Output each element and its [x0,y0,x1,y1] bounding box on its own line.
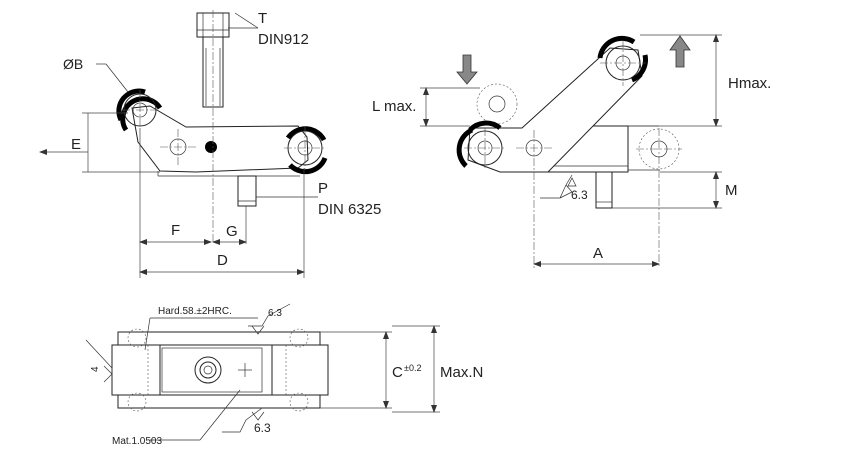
label-diameter-b: ØB [63,56,83,72]
up-arrow-icon [669,35,691,68]
label-d: D [217,252,228,269]
label-f: F [171,222,180,239]
pivot-dot [205,141,217,153]
label-hardness: Hard.58.±2HRC. [158,306,232,317]
label-h-max: Hmax. [728,75,771,92]
top-view [85,303,440,441]
label-din6325: DIN 6325 [318,201,381,218]
front-view-right [420,34,722,268]
label-roughness-side: 6.3 [571,188,588,202]
label-m: M [725,182,738,199]
label-material: Mat.1.0503 [112,436,162,447]
label-p: P [318,180,328,197]
label-four: 4 [90,366,101,372]
label-g: G [226,223,238,240]
label-c-tolerance: ±0.2 [404,363,421,373]
label-roughness-bottom: 6.3 [254,421,271,435]
label-din912: DIN912 [258,31,309,48]
label-a: A [593,245,603,262]
front-view-left [39,10,328,278]
label-l-max: L max. [372,98,416,115]
dowel-pin-p [237,175,257,207]
label-c: C [392,364,403,381]
label-roughness-top: 6.3 [268,308,282,319]
lever-body [131,105,309,173]
label-e: E [71,136,81,153]
down-arrow-icon [456,54,478,85]
label-max-n: Max.N [440,364,483,381]
label-t: T [258,10,267,27]
